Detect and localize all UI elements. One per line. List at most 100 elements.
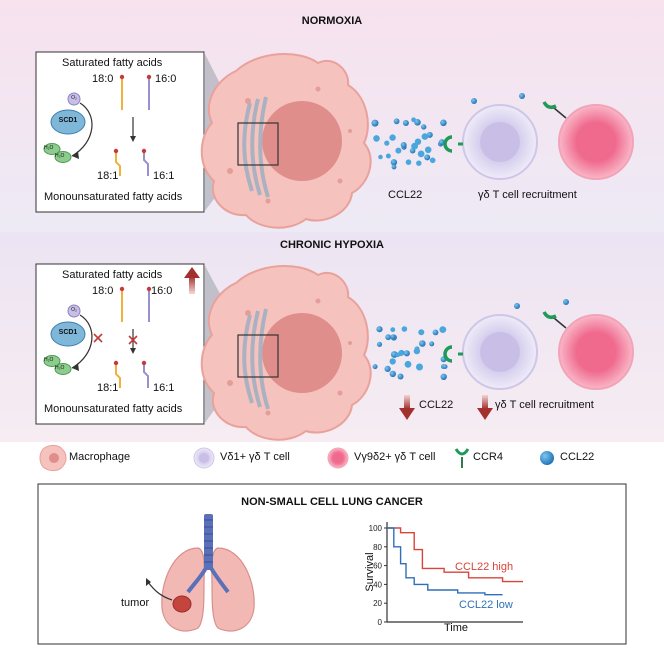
legend-macrophage-icon (39, 444, 67, 472)
scd1-enzyme-icon (50, 321, 86, 347)
ccl22-dot (424, 154, 431, 161)
water-molecule-icon (54, 363, 72, 375)
vg9d2-cell-with-ccr4 (542, 101, 634, 180)
ccl22-dot (395, 147, 402, 154)
ccl22-dot (402, 120, 409, 126)
ccl22-dot (371, 119, 379, 127)
ccl22-dot (414, 119, 421, 126)
ccl22-dot (439, 326, 447, 333)
ccl22-dot (417, 150, 425, 158)
legend-ccl22-label: CCL22 (560, 451, 595, 463)
hypoxia-fa-18-0: 18:0 (92, 285, 114, 297)
fatty-acid-chain-16-1 (143, 152, 149, 176)
y-tick-label: 20 (373, 599, 382, 608)
normoxia-water-label-2: H₂O (55, 153, 65, 159)
trachea (186, 514, 230, 594)
series-label-ccl22-high: CCL22 high (455, 561, 514, 573)
ccl22-dot (403, 350, 410, 357)
survival-curve (387, 527, 503, 596)
macrophage-cell (200, 53, 372, 229)
water-molecule-icon (43, 143, 61, 155)
normoxia-mufa-16-1: 16:1 (153, 170, 175, 182)
tumor-label: tumor (121, 597, 150, 609)
oxygen-molecule-icon (67, 304, 81, 318)
ccl22-dot (385, 334, 392, 341)
tumor-pointer-arrow (147, 581, 173, 601)
normoxia-o2-label: O₂ (71, 95, 77, 101)
ccl22-dot (421, 133, 429, 140)
series-label-ccl22-low: CCL22 low (459, 599, 513, 611)
normoxia-mono-title: Monounsaturated fatty acids (44, 191, 183, 203)
ccl22-dot-cluster (371, 117, 447, 170)
legend-ccr4-label: CCR4 (473, 451, 503, 463)
chart-x-label: Time (444, 622, 469, 634)
legend-vd1-label: Vδ1+ γδ T cell (220, 451, 290, 463)
ccl22-dot (426, 131, 433, 138)
ccl22-dot (418, 329, 425, 336)
normoxia-desaturation-diagram (43, 74, 152, 176)
ccl22-dot (416, 363, 423, 371)
oxygen-molecule-icon (67, 92, 81, 106)
normoxia-scd1-label: SCD1 (58, 117, 78, 124)
ccl22-dot (378, 154, 383, 160)
water-molecule-icon (43, 355, 61, 367)
water-molecule-icon (54, 151, 72, 163)
ccl22-dot (393, 118, 400, 125)
ccl22-dot (404, 360, 412, 368)
right-lung (211, 547, 255, 632)
legend-vg9d2-icon (327, 447, 349, 469)
hypoxia-mufa-16-1: 16:1 (153, 382, 175, 394)
ccl22-dot (390, 159, 398, 166)
hypoxia-scd1-label: SCD1 (58, 329, 78, 336)
saturated-increase-arrow (184, 267, 200, 294)
ccl22-dot (385, 153, 391, 159)
nsclc-title: NON-SMALL CELL LUNG CANCER (241, 496, 423, 508)
ccl22-dot (389, 134, 396, 141)
ccl22-dot (384, 365, 391, 372)
ccl22-dot (440, 373, 447, 380)
normoxia-title: NORMOXIA (301, 15, 363, 27)
ccl22-dot (405, 159, 412, 165)
ccl22-decrease-arrow (399, 395, 415, 420)
fatty-acid-chain-18-1 (115, 152, 121, 176)
inhibition-cross-icon (93, 333, 103, 343)
chart-y-label: Survival (364, 552, 376, 592)
hypoxia-saturated-title: Saturated fatty acids (62, 269, 163, 281)
y-tick-label: 100 (369, 524, 383, 533)
macrophage-cell (200, 265, 372, 441)
legend-vg9d2-label: Vγ9δ2+ γδ T cell (354, 451, 436, 463)
ccl22-dot (391, 164, 397, 170)
normoxia-saturated-title: Saturated fatty acids (62, 57, 163, 69)
normoxia-fa-18-0: 18:0 (92, 73, 114, 85)
inhibition-cross-icon (128, 335, 138, 345)
tumor (172, 595, 192, 613)
vg9d2-cell-with-ccr4 (542, 311, 634, 390)
ccl22-dot (416, 160, 422, 166)
ccl22-dot (400, 142, 407, 148)
ccl22-dot (429, 341, 435, 347)
hypoxia-water-label-2: H₂O (55, 365, 65, 371)
y-tick-label: 0 (378, 618, 383, 627)
lungs-illustration (146, 514, 255, 632)
ccl22-dot (390, 327, 396, 333)
hypoxia-water-label-1: H₂O (44, 357, 54, 363)
scd1-enzyme-icon (50, 109, 86, 135)
legend-vd1-icon (193, 447, 215, 469)
hypoxia-row (35, 263, 634, 441)
y-tick-label: 80 (373, 543, 382, 552)
nsclc-panel (37, 483, 627, 645)
ccl22-dot (390, 334, 396, 340)
normoxia-water-label-1: H₂O (44, 145, 54, 151)
legend-ccl22-icon (540, 451, 554, 465)
ccl22-dot (429, 157, 436, 164)
normoxia-ccl22-label: CCL22 (388, 189, 423, 201)
ccl22-dot (401, 326, 408, 332)
ccl22-dot (424, 146, 432, 154)
ccl22-dot (442, 364, 448, 369)
legend-ccr4-icon (454, 448, 470, 468)
y-tick-label: 60 (373, 562, 382, 571)
ccl22-dot (372, 364, 378, 370)
